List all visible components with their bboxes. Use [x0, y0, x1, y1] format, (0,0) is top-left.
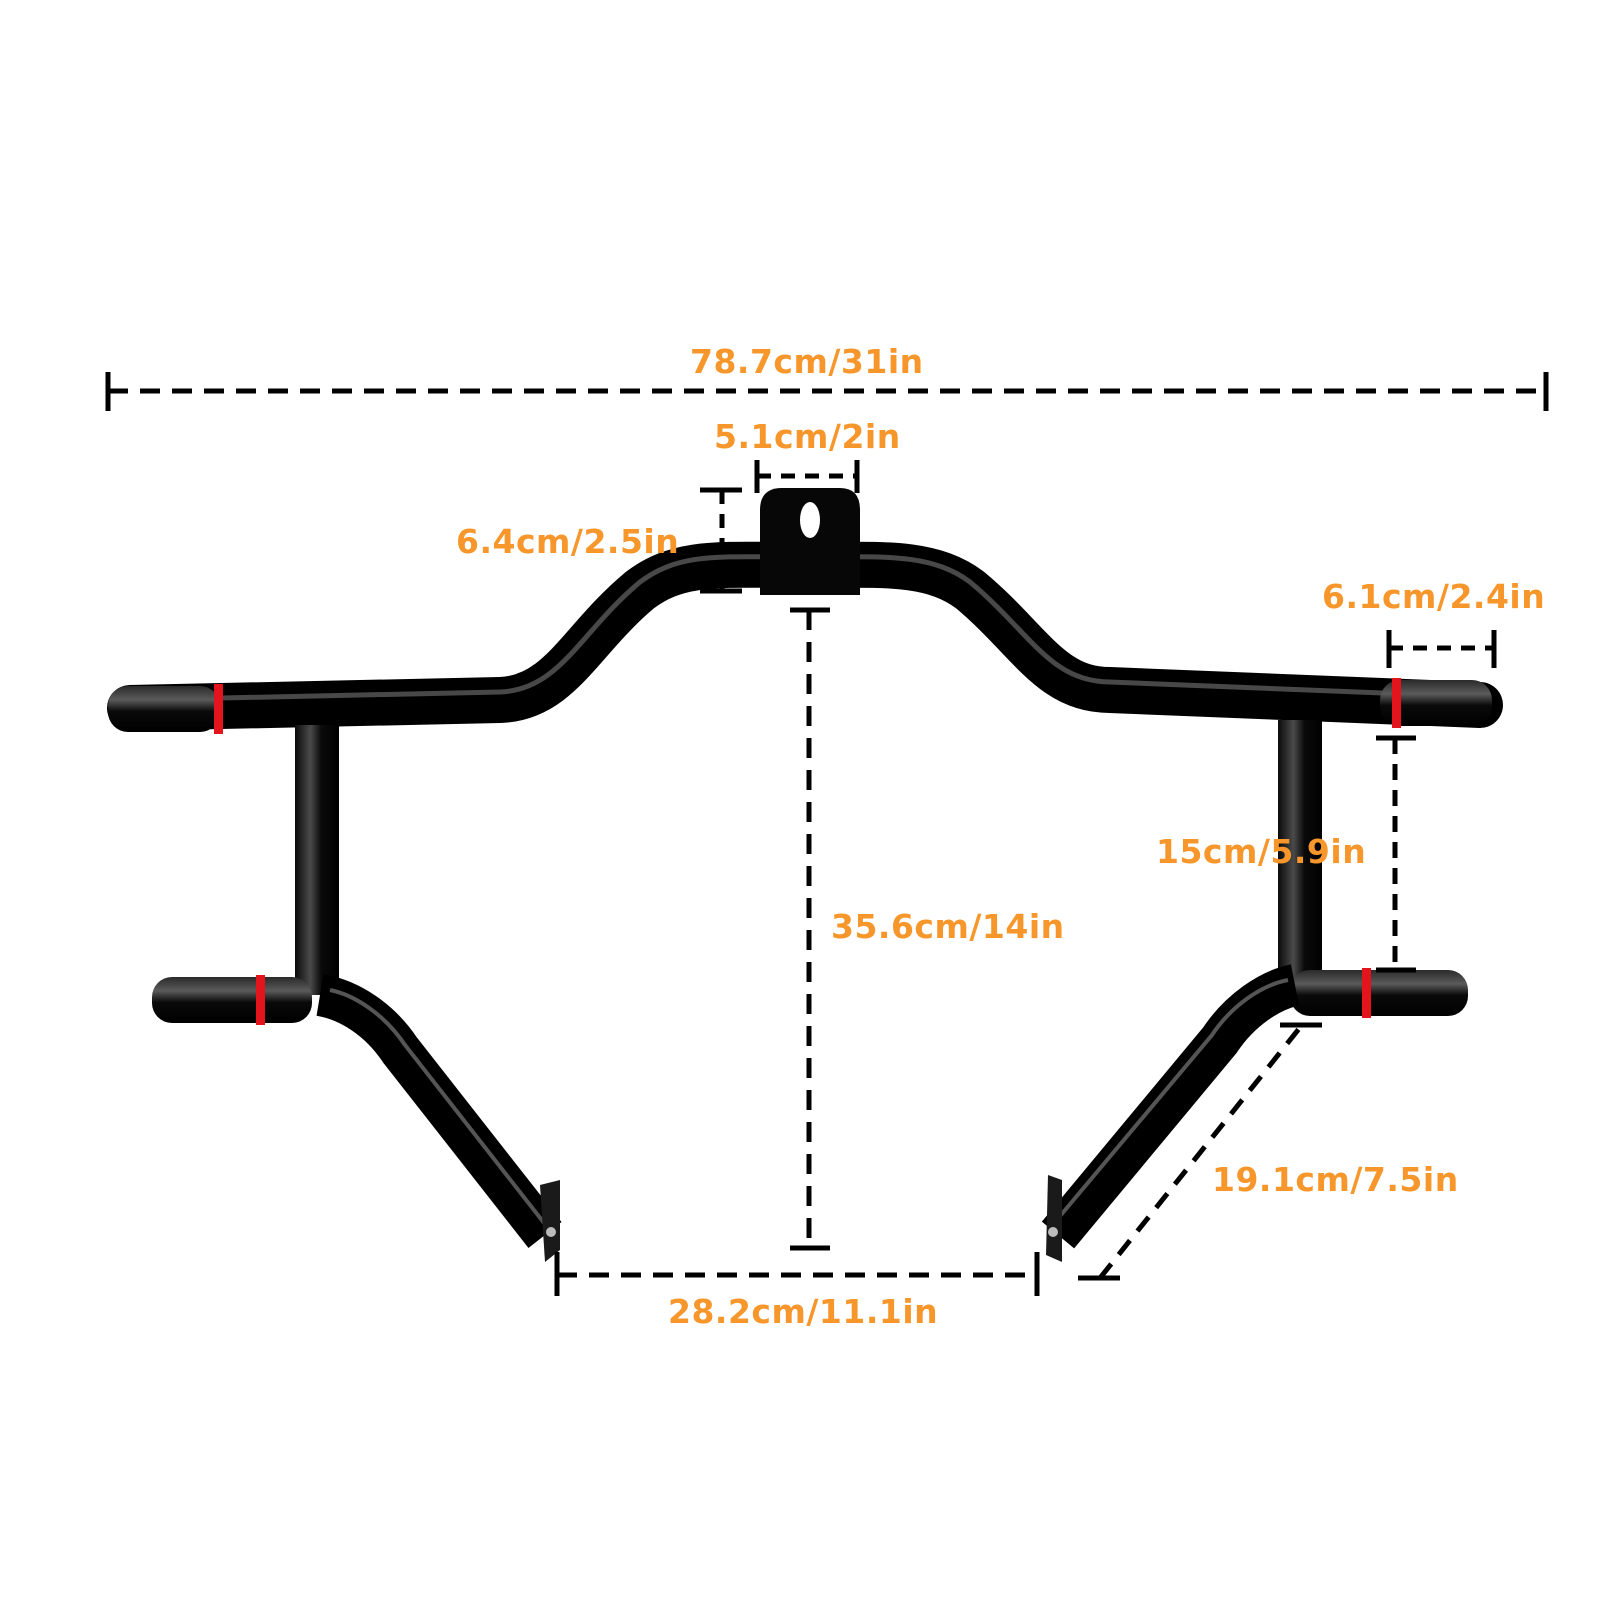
- left-upper-cap: [108, 686, 220, 732]
- mount-tab-height-label: 6.4cm/2.5in: [456, 522, 680, 561]
- left-lower-peg: [152, 977, 312, 1023]
- right-foot-plate: [1046, 1175, 1062, 1262]
- left-foot-plate: [540, 1180, 560, 1262]
- right-upright: [1278, 720, 1322, 985]
- left-upper-red-ring: [214, 684, 223, 734]
- right-lower-peg: [1290, 970, 1468, 1016]
- mount-tab-width-label: 5.1cm/2in: [714, 417, 901, 456]
- left-upright: [295, 725, 339, 995]
- right-leg: [1041, 964, 1301, 1249]
- dimension-lines: [105, 372, 1549, 1296]
- leg-length-label: 19.1cm/7.5in: [1212, 1160, 1459, 1199]
- right-leg-highlight: [1048, 978, 1289, 1230]
- foot-spacing-label: 28.2cm/11.1in: [668, 1292, 939, 1331]
- overall-width-label: 78.7cm/31in: [690, 342, 924, 381]
- peg-length-label: 6.1cm/2.4in: [1322, 577, 1546, 616]
- left-lower-red-ring: [256, 975, 265, 1025]
- right-foot-hole: [1048, 1227, 1058, 1237]
- upright-height-label: 15cm/5.9in: [1156, 832, 1367, 871]
- right-upper-red-ring: [1392, 678, 1401, 728]
- left-foot-hole: [546, 1227, 556, 1237]
- left-leg: [315, 974, 562, 1248]
- left-leg-highlight: [329, 988, 550, 1230]
- mount-tab: [760, 488, 860, 595]
- right-upper-cap: [1380, 680, 1492, 726]
- right-lower-red-ring: [1362, 968, 1371, 1018]
- overall-height-label: 35.6cm/14in: [831, 907, 1065, 946]
